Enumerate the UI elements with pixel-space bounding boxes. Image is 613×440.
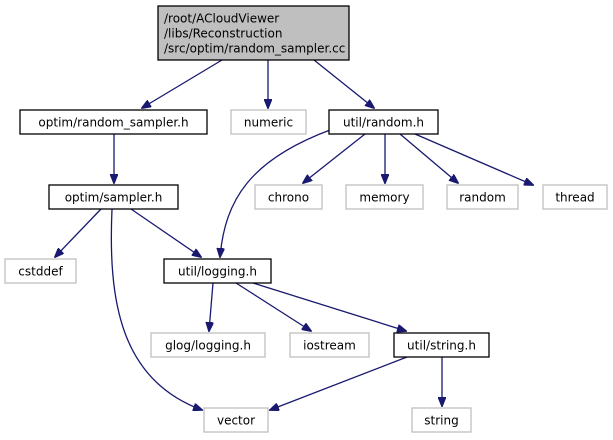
node-label: memory — [359, 191, 409, 205]
node-label: /root/ACloudViewer — [164, 12, 279, 26]
node-vector: vector — [203, 407, 269, 433]
node-label: vector — [217, 414, 255, 428]
edge-util-logging-h-to-util-string-h — [252, 282, 406, 331]
node-box — [328, 109, 439, 135]
node-cstddef: cstddef — [4, 258, 77, 284]
node-box — [254, 184, 323, 210]
node-box — [48, 184, 179, 210]
node-box — [150, 332, 266, 358]
node-sampler-h[interactable]: optim/sampler.h — [48, 184, 179, 210]
edge-util-logging-h-to-iostream — [235, 282, 311, 331]
node-util-string-h[interactable]: util/string.h — [393, 332, 490, 358]
node-box — [289, 332, 370, 358]
node-iostream: iostream — [289, 332, 370, 358]
edge-util-random-h-to-thread — [414, 133, 533, 185]
edge-util-random-h-to-random — [399, 133, 458, 183]
edge-util-logging-h-to-glog-logging-h — [209, 282, 213, 331]
edge-sampler-h-to-vector — [110, 208, 202, 410]
node-root[interactable]: /root/ACloudViewer/libs/Reconstruction/s… — [157, 5, 350, 61]
edge-util-random-h-to-chrono — [303, 133, 366, 183]
node-memory: memory — [345, 184, 424, 210]
edge-sampler-h-to-util-logging-h — [130, 208, 201, 257]
node-box — [542, 184, 608, 210]
node-box — [4, 258, 77, 284]
node-util-random-h[interactable]: util/random.h — [328, 109, 439, 135]
node-label: util/logging.h — [178, 265, 257, 279]
node-label: util/random.h — [343, 116, 424, 130]
edge-root-to-util-random-h — [313, 59, 374, 108]
node-label: glog/logging.h — [165, 339, 251, 353]
node-label: thread — [555, 191, 594, 205]
node-label: optim/sampler.h — [65, 191, 163, 205]
node-box — [411, 407, 472, 433]
edge-util-string-h-to-vector — [270, 356, 408, 410]
node-thread: thread — [542, 184, 608, 210]
node-label: numeric — [244, 116, 293, 130]
node-label: random — [459, 191, 506, 205]
node-box — [393, 332, 490, 358]
edge-util-random-h-to-util-logging-h — [220, 129, 331, 257]
node-util-logging-h[interactable]: util/logging.h — [163, 258, 272, 284]
node-box — [203, 407, 269, 433]
node-label: iostream — [303, 339, 356, 353]
node-string: string — [411, 407, 472, 433]
node-label: chrono — [268, 191, 309, 205]
node-label: util/string.h — [407, 339, 476, 353]
node-numeric: numeric — [230, 109, 307, 135]
node-box — [157, 5, 350, 61]
node-label: string — [424, 414, 458, 428]
node-random: random — [446, 184, 519, 210]
node-box — [345, 184, 424, 210]
nodes: /root/ACloudViewer/libs/Reconstruction/s… — [4, 5, 608, 433]
node-box — [230, 109, 307, 135]
node-label: optim/random_sampler.h — [38, 116, 188, 130]
node-label: /libs/Reconstruction — [164, 27, 282, 41]
edge-sampler-h-to-cstddef — [55, 208, 102, 257]
node-label: cstddef — [18, 265, 63, 279]
node-chrono: chrono — [254, 184, 323, 210]
node-random-sampler-h[interactable]: optim/random_sampler.h — [19, 109, 208, 135]
node-box — [446, 184, 519, 210]
node-label: /src/optim/random_sampler.cc — [164, 42, 345, 56]
node-glog-logging-h: glog/logging.h — [150, 332, 266, 358]
edge-root-to-random-sampler-h — [142, 59, 223, 108]
edges — [55, 59, 533, 410]
node-box — [19, 109, 208, 135]
node-box — [163, 258, 272, 284]
